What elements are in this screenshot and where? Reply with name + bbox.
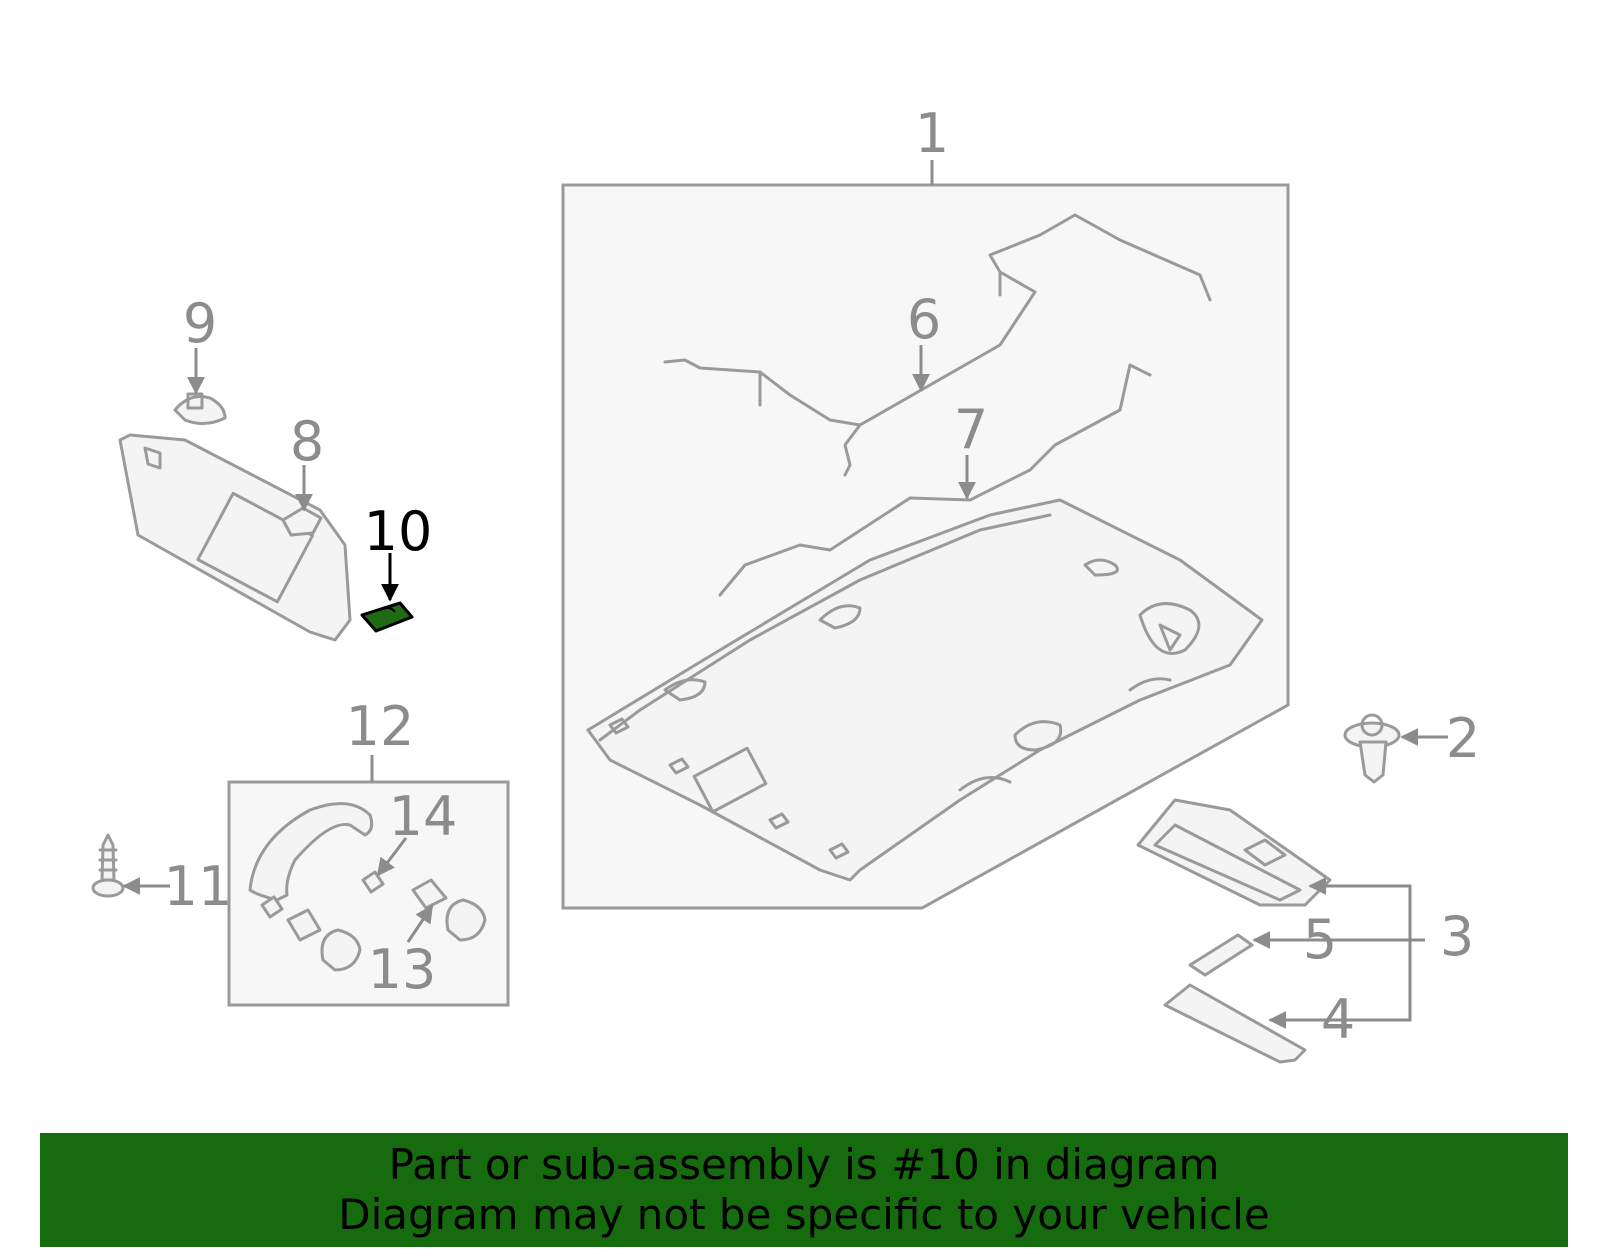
callout-7: 7	[954, 398, 988, 461]
callout-13: 13	[368, 938, 437, 1001]
banner-line-2: Diagram may not be specific to your vehi…	[338, 1190, 1270, 1239]
callout-8: 8	[290, 410, 324, 473]
dome-lamp-3	[1136, 798, 1332, 907]
highlighted-part-10[interactable]	[360, 601, 414, 633]
callout-4: 4	[1321, 988, 1355, 1051]
screw-11	[91, 833, 125, 898]
callout-11: 11	[164, 855, 233, 918]
callout-1: 1	[915, 102, 949, 165]
callout-2: 2	[1446, 707, 1480, 770]
bulb-5	[1188, 933, 1254, 977]
sun-visor	[118, 433, 352, 642]
wire-harness-7	[718, 363, 1152, 597]
callout-12: 12	[346, 695, 415, 758]
leader-lines	[122, 345, 1448, 1029]
lamp-lens-4	[1163, 983, 1307, 1064]
info-banner: Part or sub-assembly is #10 in diagram D…	[40, 1133, 1568, 1247]
callout-labels: 1 2 3 4 5 6 7 8 9 10 11 12 13 14	[164, 102, 1481, 1051]
headliner-panel	[586, 498, 1264, 882]
assist-grip-box	[227, 755, 510, 1007]
callout-3: 3	[1440, 905, 1474, 968]
callout-10: 10	[364, 500, 433, 563]
callout-14: 14	[389, 785, 458, 848]
push-clip-2	[1343, 713, 1401, 784]
banner-line-1: Part or sub-assembly is #10 in diagram	[388, 1140, 1220, 1189]
wire-harness-6	[663, 213, 1212, 477]
callout-5: 5	[1303, 908, 1337, 971]
callout-9: 9	[183, 292, 217, 355]
callout-6: 6	[907, 288, 941, 351]
visor-bracket-9	[173, 392, 227, 425]
